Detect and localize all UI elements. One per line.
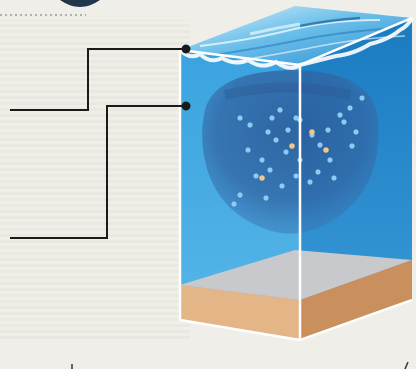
particle-orange: [309, 129, 315, 135]
particle-orange: [289, 143, 295, 149]
callout-dot-submerged-plume: [181, 101, 191, 111]
particle-blue: [293, 115, 299, 121]
bottom-tick-right: [404, 361, 409, 369]
particle-cloud: [231, 95, 365, 207]
particle-blue: [247, 122, 253, 128]
particle-blue: [359, 95, 365, 101]
particle-blue: [253, 173, 259, 179]
particle-blue: [327, 157, 333, 163]
particle-blue: [277, 107, 283, 113]
particle-blue: [231, 201, 237, 207]
particle-blue: [259, 157, 265, 163]
particle-blue: [269, 115, 275, 121]
particle-blue: [237, 115, 243, 121]
particle-blue: [265, 129, 271, 135]
sediment-side-face: [300, 260, 412, 340]
particle-blue: [283, 149, 289, 155]
particle-orange: [259, 175, 265, 181]
particle-blue: [307, 179, 313, 185]
callout-sea-surface: [10, 44, 191, 111]
sea-surface: [178, 6, 414, 70]
particle-blue: [317, 142, 323, 148]
sediment-front-face: [180, 285, 300, 340]
background-stripes: [0, 20, 190, 340]
callout-dot-sea-surface: [181, 44, 191, 54]
sediment-top-face: [180, 250, 412, 300]
submerged-plume: [202, 70, 379, 234]
particle-blue: [341, 119, 347, 125]
particle-blue: [353, 129, 359, 135]
particle-blue: [293, 173, 299, 179]
particle-blue: [349, 143, 355, 149]
particle-blue: [245, 147, 251, 153]
particle-blue: [337, 112, 343, 118]
particle-blue: [279, 183, 285, 189]
particle-blue: [285, 127, 291, 133]
particle-blue: [237, 192, 243, 198]
block-outline: [178, 16, 413, 342]
particle-blue: [315, 169, 321, 175]
particle-blue: [263, 195, 269, 201]
particle-orange: [323, 147, 329, 153]
callout-submerged-plume: [10, 101, 191, 239]
water-column-block: [178, 6, 414, 342]
particle-blue: [267, 167, 273, 173]
particle-blue: [331, 175, 337, 181]
particle-blue: [347, 105, 353, 111]
particle-blue: [325, 127, 331, 133]
top-arc-fragment: [60, 0, 100, 7]
particle-blue: [273, 137, 279, 143]
